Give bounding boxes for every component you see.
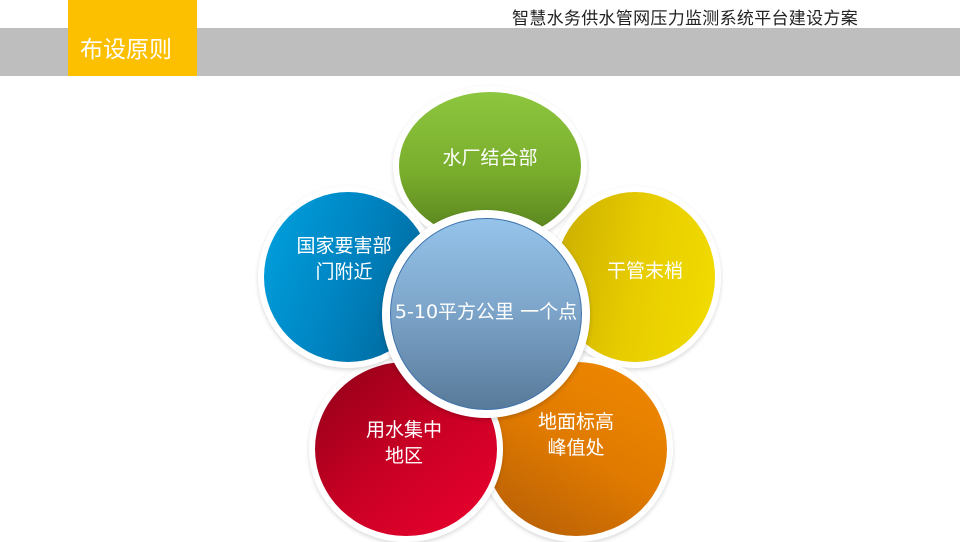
petal-label-line1: 国家要害部 xyxy=(296,235,392,257)
petal-label: 干管末梢 xyxy=(606,260,683,282)
petal-label-line2: 地区 xyxy=(384,445,423,467)
center-circle-inner: 5-10平方公里 一个点 xyxy=(390,218,582,410)
center-label-line1: 5-10平方公里 xyxy=(394,301,515,323)
center-label-line2: 一个点 xyxy=(520,301,578,323)
petal-label: 水厂结合部 xyxy=(442,147,538,169)
section-title: 布设原则 xyxy=(80,37,172,63)
petal-label-line2: 门附近 xyxy=(315,261,373,283)
petal-label-line1: 用水集中 xyxy=(365,419,442,441)
center-circle: 5-10平方公里 一个点 xyxy=(382,210,590,418)
petal-water-plant-junction: 水厂结合部 xyxy=(393,86,587,246)
document-title: 智慧水务供水管网压力监测系统平台建设方案 xyxy=(512,9,858,29)
petal-label-line1: 地面标高 xyxy=(537,411,614,433)
petal-label-line2: 峰值处 xyxy=(547,437,605,459)
section-tag: 布设原则 xyxy=(68,0,197,76)
